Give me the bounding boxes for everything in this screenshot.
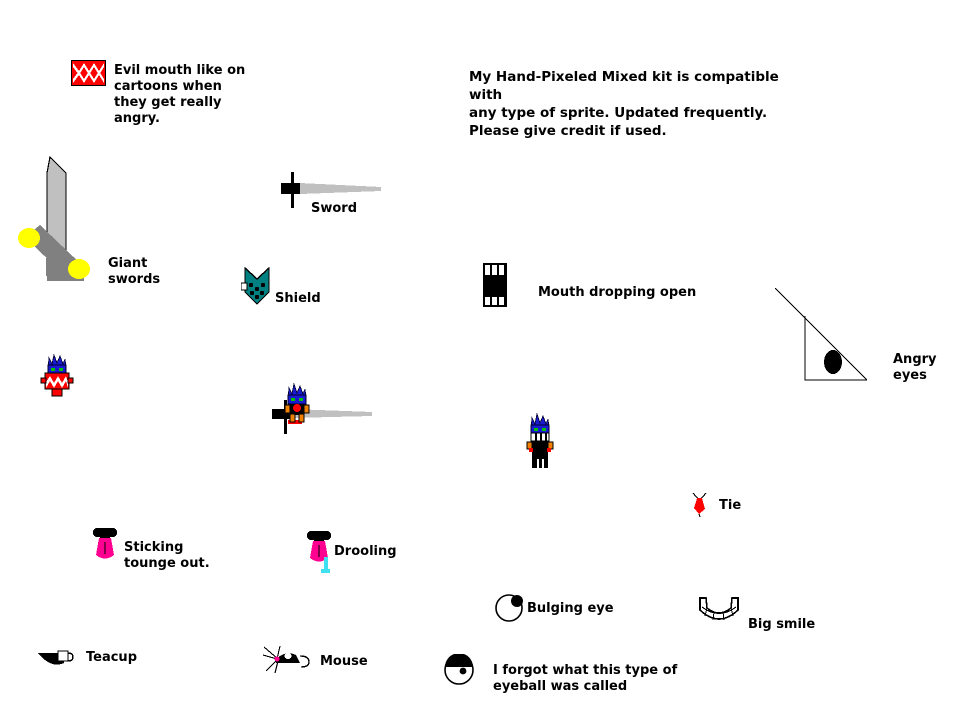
- teacup-sprite[interactable]: [38, 649, 78, 675]
- bulging-eye-sprite[interactable]: [495, 593, 525, 627]
- sticking-tongue-out-sprite[interactable]: [91, 528, 121, 572]
- angry-eyes-icon: [774, 287, 868, 381]
- sticking-tongue-out-label: Sticking tounge out.: [124, 540, 210, 571]
- shield-sprite[interactable]: [240, 266, 277, 312]
- evil-mouth-icon: [71, 60, 106, 86]
- big-smile-sprite[interactable]: [698, 596, 742, 632]
- angry-eyes-sprite[interactable]: [774, 287, 875, 392]
- mouth-dropping-open-label: Mouth dropping open: [538, 285, 697, 300]
- mouth-dropping-open-icon: [483, 263, 507, 307]
- mouse-label: Mouse: [320, 654, 368, 669]
- striped-character-icon: [526, 412, 554, 468]
- evil-mouth-sprite[interactable]: [71, 60, 107, 91]
- mouth-dropping-open-sprite[interactable]: [483, 263, 509, 313]
- evil-mouth-label: Evil mouth like on cartoons when they ge…: [114, 63, 246, 126]
- sword-sprite[interactable]: [281, 172, 387, 220]
- tie-label: Tie: [719, 498, 742, 513]
- mouse-icon: [262, 645, 310, 674]
- angry-eyes-label: Angry eyes: [893, 352, 937, 383]
- kit-description-note: My Hand-Pixeled Mixed kit is compatible …: [469, 69, 779, 139]
- big-smile-icon: [699, 597, 739, 621]
- drooling-label: Drooling: [334, 544, 397, 559]
- tie-sprite[interactable]: [691, 492, 713, 522]
- giant-swords-label: Giant swords: [108, 256, 161, 287]
- shield-icon: [240, 266, 270, 305]
- swordsman-character-sprite[interactable]: [272, 382, 382, 444]
- big-smile-label: Big smile: [748, 617, 816, 632]
- unknown-eyeball-icon: [444, 653, 474, 685]
- bulging-eye-icon: [495, 594, 523, 622]
- swordsman-character-icon: [272, 382, 372, 434]
- giant-swords-icon: [18, 155, 90, 281]
- giant-swords-sprite[interactable]: [14, 155, 124, 289]
- tie-icon: [692, 492, 707, 518]
- unknown-eyeball-label: I forgot what this type of eyeball was c…: [493, 663, 678, 694]
- sword-icon: [281, 172, 381, 208]
- drooling-icon: [307, 531, 331, 573]
- sticking-tongue-out-icon: [93, 528, 117, 559]
- sword-label: Sword: [311, 201, 358, 216]
- shield-label: Shield: [275, 291, 321, 306]
- unknown-eyeball-sprite[interactable]: [443, 653, 477, 692]
- mouse-sprite[interactable]: [262, 645, 318, 683]
- red-monster-character-sprite[interactable]: [40, 352, 74, 402]
- teacup-label: Teacup: [86, 650, 137, 665]
- drooling-sprite[interactable]: [305, 531, 339, 580]
- bulging-eye-label: Bulging eye: [527, 601, 614, 616]
- striped-character-sprite[interactable]: [524, 412, 560, 474]
- teacup-icon: [38, 650, 74, 665]
- red-monster-character-icon: [40, 353, 74, 397]
